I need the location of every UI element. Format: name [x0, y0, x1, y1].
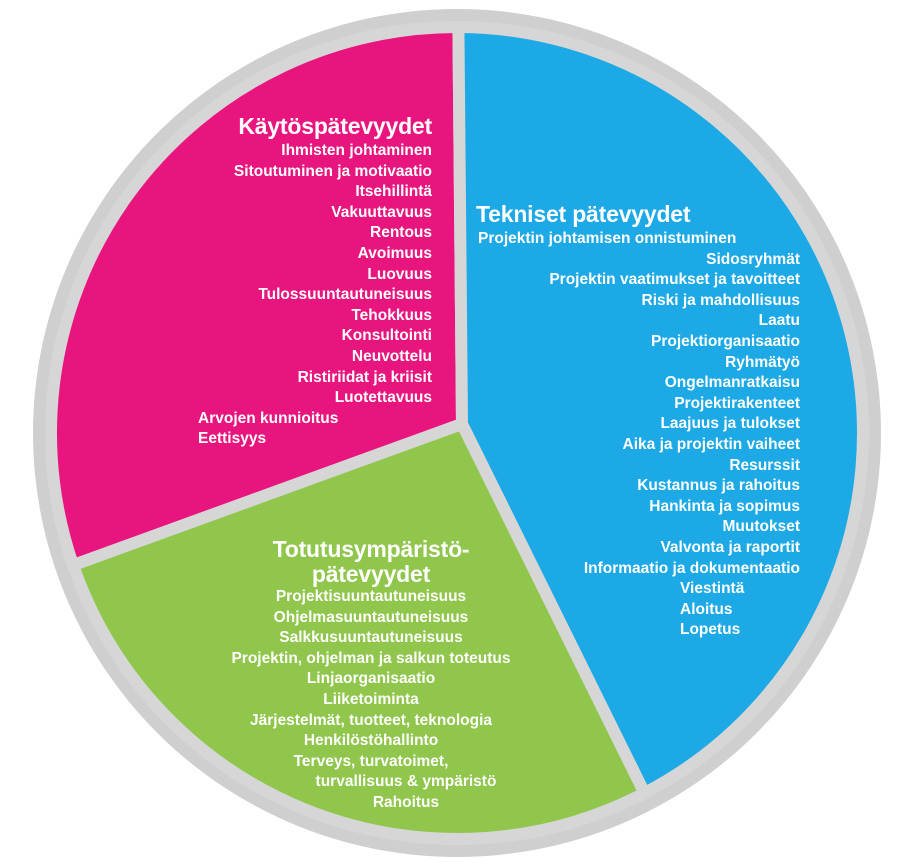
technical-item: Hankinta ja sopimus: [649, 497, 800, 515]
contextual-item: Salkkusuuntautuneisuus: [279, 629, 463, 647]
behavioural-item: Tehokkuus: [351, 306, 432, 324]
contextual-label: Totutusympäristö- pätevyydet Projektisuu…: [196, 537, 546, 814]
contextual-item: Ohjelmasuuntautuneisuus: [273, 608, 469, 626]
behavioural-item: Luovuus: [367, 265, 432, 283]
behavioural-item: Rentous: [370, 224, 432, 242]
technical-item: Ryhmätyö: [725, 353, 800, 371]
behavioural-item: Luotettavuus: [334, 389, 432, 407]
contextual-item: Järjestelmät, tuotteet, teknologia: [249, 711, 493, 729]
technical-item: Sidosryhmät: [706, 250, 800, 268]
technical-item: Ongelmanratkaisu: [664, 374, 800, 392]
contextual-item: Henkilöstöhallinto: [303, 732, 439, 750]
technical-item: Viestintä: [680, 580, 745, 598]
behavioural-item: Ihmisten johtaminen: [281, 142, 432, 159]
contextual-item: Terveys, turvatoimet,: [293, 752, 449, 770]
contextual-item: Linjaorganisaatio: [306, 670, 436, 688]
technical-item: Kustannus ja rahoitus: [637, 477, 800, 495]
technical-item: Aloitus: [680, 600, 733, 618]
contextual-title-line1: Totutusympäristö-: [272, 536, 470, 562]
behavioural-item-list: Ihmisten johtaminen Sitoutuminen ja moti…: [150, 141, 432, 450]
behavioural-item: Vakuuttavuus: [331, 203, 432, 221]
technical-title: Tekniset pätevyydet: [476, 201, 691, 227]
behavioural-title: Käytöspätevyydet: [238, 113, 432, 139]
technical-item: Resurssit: [729, 456, 800, 474]
technical-item: Projektin johtamisen onnistuminen: [478, 230, 737, 247]
contextual-item: Projektin, ohjelman ja salkun toteutus: [231, 649, 511, 667]
technical-item: Muutokset: [722, 518, 801, 536]
technical-segment: [452, 20, 869, 802]
technical-item: Projektiorganisaatio: [650, 332, 800, 350]
technical-item: Laajuus ja tulokset: [660, 415, 800, 433]
behavioural-item: Sitoutuminen ja motivaatio: [233, 162, 432, 180]
technical-item: Informaatio ja dokumentaatio: [583, 559, 800, 577]
technical-item: Valvonta ja raportit: [660, 538, 800, 556]
technical-item: Projektirakenteet: [674, 394, 800, 412]
technical-item: Projektin vaatimukset ja tavoitteet: [549, 271, 800, 289]
technical-item: Lopetus: [680, 621, 741, 639]
technical-item: Riski ja mahdollisuus: [641, 291, 801, 309]
technical-item: Aika ja projektin vaiheet: [622, 435, 800, 453]
contextual-segment: [65, 416, 653, 845]
technical-item: Laatu: [758, 312, 800, 330]
contextual-item: Rahoitus: [372, 793, 440, 811]
behavioural-item: Arvojen kunnioitus: [198, 409, 339, 427]
technical-item-list: Projektin johtamisen onnistuminen Sidosr…: [470, 229, 800, 641]
behavioural-item: Tulossuuntautuneisuus: [258, 286, 432, 304]
behavioural-segment: [44, 20, 469, 573]
technical-label: Tekniset pätevyydet Projektin johtamisen…: [470, 202, 800, 641]
contextual-title-line2: pätevyydet: [311, 561, 431, 587]
behavioural-item: Eettisyys: [198, 430, 267, 448]
behavioural-item: Ristiriidat ja kriisit: [297, 368, 432, 386]
contextual-item: Projektisuuntautuneisuus: [275, 588, 467, 605]
contextual-item: turvallisuus & ympäristö: [315, 773, 497, 791]
behavioural-item: Konsultointi: [341, 327, 432, 345]
behavioural-item: Avoimuus: [357, 244, 432, 262]
behavioural-label: Käytöspätevyydet Ihmisten johtaminen Sit…: [150, 114, 432, 450]
contextual-item-list: Projektisuuntautuneisuus Ohjelmasuuntaut…: [196, 587, 546, 814]
behavioural-item: Neuvottelu: [351, 347, 432, 365]
contextual-item: Liiketoiminta: [323, 690, 419, 708]
behavioural-item: Itsehillintä: [355, 183, 432, 201]
